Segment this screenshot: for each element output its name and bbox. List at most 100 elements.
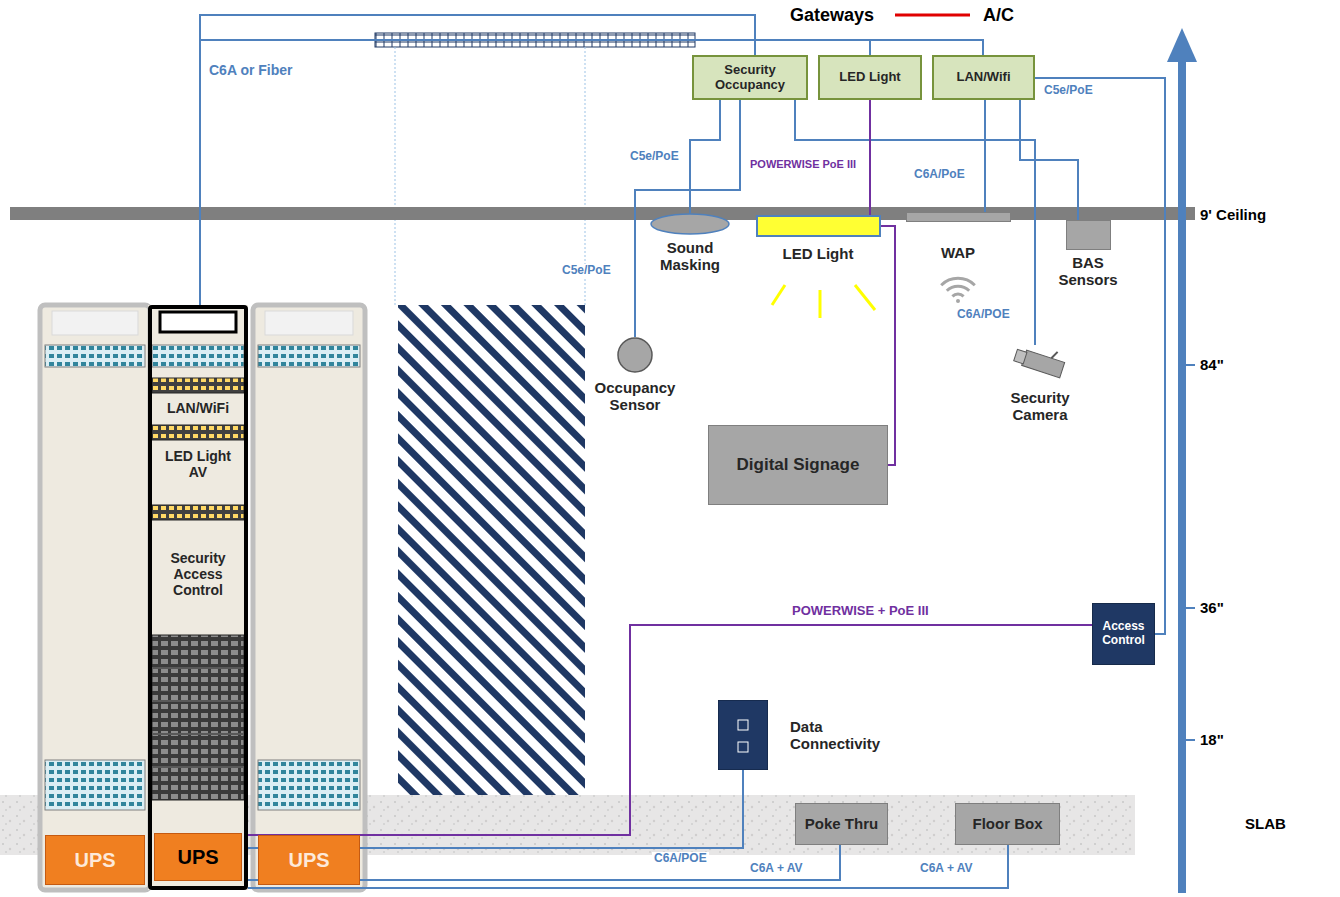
- device-icon: [651, 214, 729, 234]
- cable-label: C5e/PoE: [1042, 84, 1095, 98]
- server-rack: [265, 311, 353, 335]
- cable-label: C6A or Fiber: [207, 62, 295, 78]
- device-icon: [1051, 351, 1057, 360]
- height-arrow: [1178, 58, 1186, 893]
- device-icon: [757, 216, 880, 236]
- server-rack: LAN/WiFiLED Light AVSecurity Access Cont…: [148, 305, 248, 890]
- cable-line: [984, 100, 986, 212]
- cable-label: C5e/PoE: [628, 150, 681, 164]
- device-icon: [718, 700, 768, 770]
- light-rays: [772, 285, 785, 305]
- section-title: Gateways: [790, 5, 874, 26]
- node-label: Digital Signage: [737, 455, 860, 475]
- device-icon: [1013, 345, 1067, 378]
- node-label: LED Light: [839, 70, 900, 85]
- section-title: A/C: [983, 5, 1014, 26]
- device-icon: [1022, 350, 1065, 378]
- cable-line: [690, 100, 720, 213]
- height-arrow: [1167, 28, 1197, 62]
- node-label: Data Connectivity: [790, 718, 890, 753]
- cable-line: [869, 100, 871, 215]
- dimension-label: 84": [1200, 356, 1224, 373]
- height-arrow: [1167, 28, 1197, 893]
- height-arrow: [1186, 364, 1195, 366]
- node-label: Security Occupancy: [698, 63, 802, 93]
- security-camera: Security Camera: [995, 345, 1085, 424]
- network-switch-stack: [152, 700, 244, 702]
- cable-line: [248, 845, 1008, 888]
- node-label: UPS: [288, 849, 329, 872]
- patch-panel: [152, 345, 244, 367]
- node-label: Floor Box: [973, 815, 1043, 832]
- patch-panel: [45, 345, 145, 367]
- node-label: Sound Masking: [649, 239, 731, 274]
- dimension-label: SLAB: [1245, 815, 1286, 832]
- sound-masking-device: Sound Masking: [649, 213, 731, 274]
- device-icon: [1013, 345, 1067, 378]
- light-rays: [772, 285, 875, 318]
- cable-label: C6A/PoE: [912, 168, 967, 182]
- cable-label: C6A + AV: [918, 862, 975, 876]
- patch-panel: [45, 345, 360, 810]
- server-rack: [160, 312, 236, 332]
- server-rack: [40, 305, 150, 890]
- ups-unit: UPS: [154, 833, 242, 881]
- server-rack: [40, 305, 365, 890]
- light-rays: [819, 290, 822, 318]
- cable-label: C6A + AV: [748, 862, 805, 876]
- node-label: LAN/WiFi: [158, 400, 238, 416]
- patch-panel: [152, 425, 244, 440]
- node-label: Access Control: [1097, 620, 1150, 648]
- bas-sensor: BAS Sensors: [1043, 220, 1133, 289]
- cable-line: [200, 40, 870, 305]
- data-outlet: Data Connectivity: [718, 700, 890, 770]
- cable-line: [200, 40, 983, 305]
- ups-unit: UPS: [45, 835, 145, 885]
- network-switch-stack: [152, 635, 244, 800]
- device-icon: [650, 213, 730, 235]
- occupancy-sensor: Occupancy Sensor: [585, 337, 685, 414]
- display-box: Digital Signage: [708, 425, 888, 505]
- server-rack: [148, 305, 248, 890]
- cable-label: C6A/POE: [652, 852, 709, 866]
- node-label: LED Light AV: [158, 448, 238, 480]
- gateway-box: Security Occupancy: [692, 55, 808, 100]
- device-icon: [651, 214, 729, 234]
- device-icon: [906, 213, 1010, 222]
- patch-panel: [45, 760, 145, 810]
- light-rays: [855, 285, 875, 310]
- device-icon: [1066, 221, 1110, 250]
- height-arrow: [1186, 607, 1195, 609]
- node-label: UPS: [177, 846, 218, 869]
- ceiling-bar: [10, 207, 1195, 220]
- patch-panel: [258, 760, 360, 810]
- cable-label: POWERWISE PoE III: [748, 158, 858, 171]
- device-icon: [738, 720, 748, 730]
- access-control-panel: Access Control: [1092, 603, 1155, 665]
- network-switch-stack: [152, 635, 244, 800]
- gateway-box: LED Light: [818, 55, 922, 100]
- ceiling-grid: [375, 33, 695, 305]
- device-icon: [757, 216, 880, 236]
- patch-panel: [152, 505, 244, 520]
- device-icon: [756, 215, 881, 237]
- cable-line: [200, 15, 755, 305]
- device-icon: [906, 213, 1010, 222]
- node-label: Occupancy Sensor: [585, 379, 685, 414]
- node-label: Security Camera: [995, 389, 1085, 424]
- gateway-box: LAN/Wifi: [932, 55, 1035, 100]
- network-switch-stack: [152, 733, 244, 735]
- device-icon: [617, 337, 653, 373]
- node-label: LAN/Wifi: [956, 70, 1010, 85]
- floor-box: Floor Box: [955, 803, 1060, 845]
- device-icon: [1014, 349, 1027, 364]
- device-icon: [1066, 220, 1111, 250]
- wireless-access-point: WAP: [906, 212, 1011, 261]
- wifi-signal: [941, 278, 975, 285]
- ups-unit: UPS: [258, 835, 360, 885]
- network-switch-stack: [152, 667, 244, 669]
- node-label: Poke Thru: [805, 815, 878, 832]
- patch-panel: [258, 345, 360, 367]
- height-arrow: [1186, 739, 1195, 741]
- hatched-column: [398, 305, 585, 800]
